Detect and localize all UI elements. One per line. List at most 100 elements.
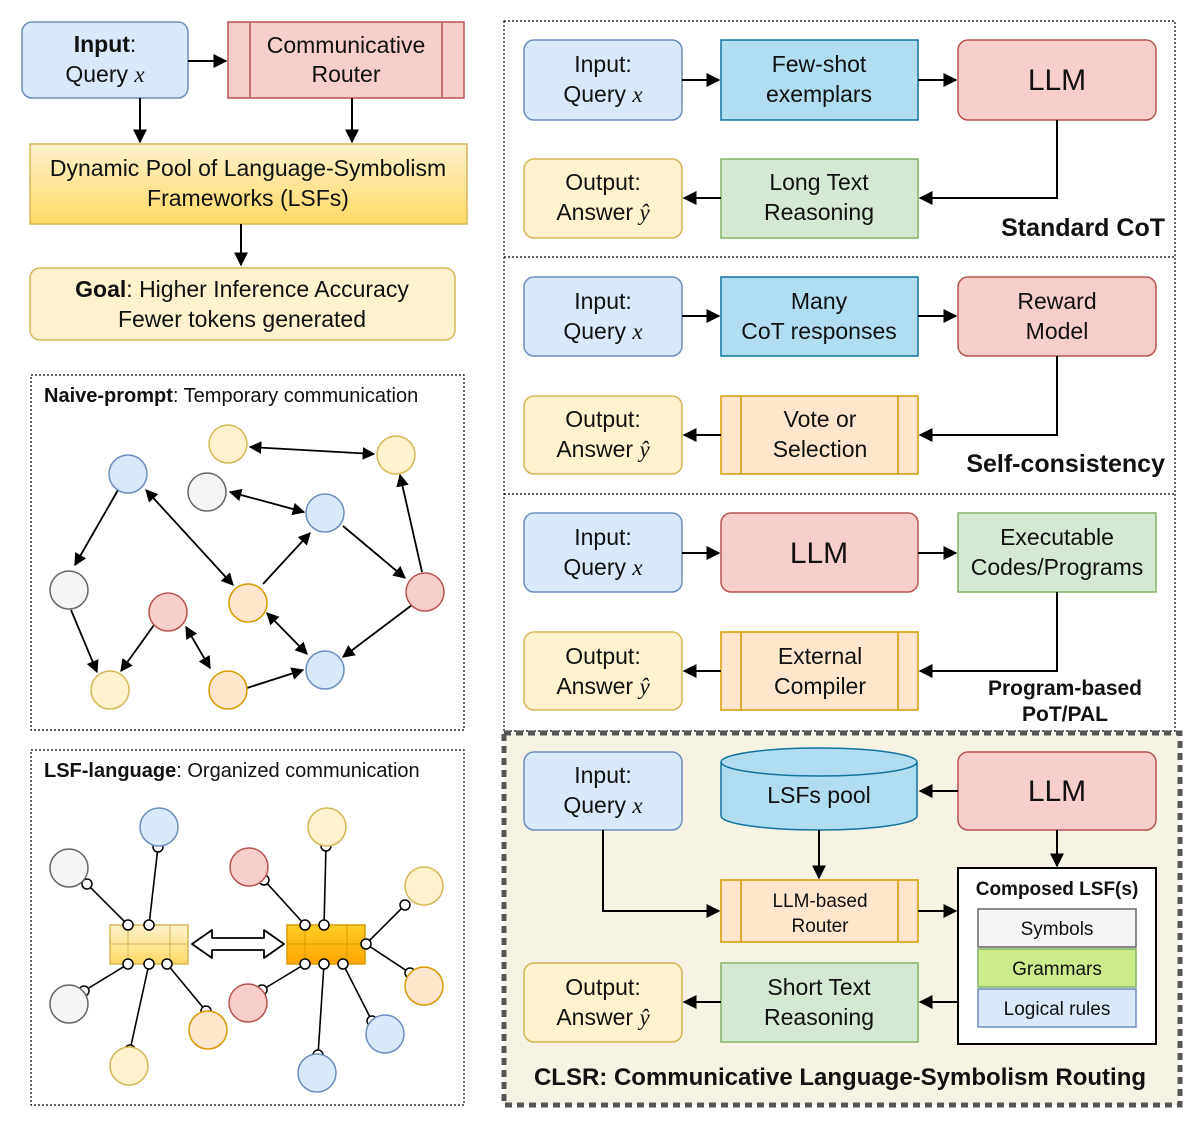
lsf-node-yellow	[109, 1046, 149, 1086]
pot-panel-title-l2: PoT/PAL	[1022, 703, 1108, 726]
sc-output-answer: Answer ŷ	[556, 436, 650, 462]
sc-output-label: Output:	[565, 406, 640, 432]
lsf-node-blue	[297, 1053, 337, 1093]
goal-label-line2: Fewer tokens generated	[118, 306, 366, 332]
cot-output-box	[523, 158, 683, 239]
clsr-composed-title: Composed LSF(s)	[976, 879, 1139, 900]
goal-label-line1: Goal: Higher Inference Accuracy	[75, 276, 409, 302]
clsr-symbols-label: Symbols	[1021, 919, 1094, 940]
lsf-bidirectional-arrow	[191, 929, 285, 959]
clsr-short-l1: Short Text	[767, 974, 871, 1000]
cot-llm-label: LLM	[1028, 64, 1086, 97]
pot-output-answer: Answer ŷ	[556, 673, 650, 699]
sc-reward-l2: Model	[1026, 318, 1089, 344]
naive-node-orange	[208, 670, 248, 710]
sc-output-box	[523, 395, 683, 475]
panel-program-based: Input: Query x LLM Executable Codes/Prog…	[523, 512, 1157, 726]
pot-input-label: Input:	[574, 524, 632, 550]
pot-llm-label: LLM	[790, 537, 848, 570]
pot-code-l2: Codes/Programs	[971, 554, 1144, 580]
lsf-node-gray	[49, 984, 89, 1024]
naive-edges	[70, 441, 423, 689]
clsr-router-box	[720, 879, 919, 943]
lsf-node-yellow	[307, 807, 347, 847]
lsf-node-gray	[49, 848, 89, 888]
lsf-hub-left	[109, 924, 189, 965]
clsr-output-answer: Answer ŷ	[556, 1004, 650, 1030]
naive-node-yellow	[376, 435, 416, 475]
lsf-node-red	[229, 847, 269, 887]
right-panels-border	[503, 20, 1176, 732]
lsf-panel-border	[30, 749, 465, 1106]
cot-fewshot-box	[720, 39, 919, 121]
lsf-node-yellow	[404, 866, 444, 906]
clsr-input-label: Input:	[574, 762, 632, 788]
input-query-line2: Query x	[65, 61, 145, 87]
cot-reasoning-l1: Long Text	[769, 169, 869, 195]
router-label-line2: Router	[311, 61, 380, 87]
naive-node-gray	[187, 472, 227, 512]
communicative-router-box	[227, 21, 465, 99]
cot-output-label: Output:	[565, 169, 640, 195]
clsr-input-query: Query x	[563, 792, 643, 818]
panel-self-consistency: Input: Query x Many CoT responses Reward…	[523, 276, 1165, 478]
pot-output-label: Output:	[565, 643, 640, 669]
lsf-node-orange	[404, 966, 444, 1006]
sc-responses-l1: Many	[791, 288, 848, 314]
naive-panel-title: Naive-prompt: Temporary communication	[44, 385, 418, 407]
clsr-lsf-pool-cylinder: LSFs pool	[720, 747, 918, 831]
left-top-section: Input: Query x Communicative Router Dyna…	[21, 21, 468, 341]
lsf-hub-right	[286, 924, 366, 965]
cot-arrows	[682, 73, 1058, 205]
clsr-output-box	[523, 962, 683, 1043]
sc-vote-box	[720, 395, 919, 475]
clsr-symbols-box	[977, 908, 1137, 948]
pool-label-line2: Frameworks (LSFs)	[147, 185, 349, 211]
pot-code-box	[957, 512, 1157, 593]
input-query-label: Input:	[74, 31, 137, 57]
sc-panel-title: Self-consistency	[966, 450, 1165, 478]
sc-responses-box	[720, 276, 919, 357]
router-label-line1: Communicative	[267, 32, 426, 58]
clsr-router-l2: Router	[791, 916, 849, 937]
clsr-arrows	[602, 784, 1064, 1009]
cot-reasoning-l2: Reasoning	[764, 199, 874, 225]
cot-output-answer: Answer ŷ	[556, 199, 650, 225]
clsr-rules-box	[977, 988, 1137, 1028]
dynamic-pool-box	[29, 143, 468, 225]
pot-panel-title-l1: Program-based	[988, 677, 1142, 700]
pot-compiler-box	[720, 631, 919, 711]
clsr-grammars-box	[977, 948, 1137, 988]
naive-node-orange	[228, 583, 268, 623]
lsf-node-blue	[365, 1014, 405, 1054]
panel-standard-cot: Input: Query x Few-shot exemplars LLM Ou…	[523, 39, 1165, 242]
panel-clsr: Input: Query x LSFs pool LLM LLM-based R…	[501, 730, 1183, 1108]
sc-vote-l1: Vote or	[784, 406, 857, 432]
cot-fewshot-l2: exemplars	[766, 81, 872, 107]
lsf-node-red	[228, 983, 268, 1023]
lsf-panel-title: LSF-language: Organized communication	[44, 760, 420, 782]
pot-input-query: Query x	[563, 554, 643, 580]
naive-node-yellow	[90, 670, 130, 710]
lsf-spokes	[83, 845, 411, 1056]
clsr-panel-title: CLSR: Communicative Language-Symbolism R…	[534, 1064, 1146, 1091]
sc-reward-l1: Reward	[1017, 288, 1096, 314]
pool-label-line1: Dynamic Pool of Language-Symbolism	[50, 155, 446, 181]
sc-responses-l2: CoT responses	[741, 318, 897, 344]
pot-compiler-l1: External	[778, 643, 862, 669]
sc-input-label: Input:	[574, 288, 632, 314]
naive-node-blue	[305, 493, 345, 533]
lsf-nodes	[49, 807, 444, 1093]
pot-code-l1: Executable	[1000, 524, 1114, 550]
naive-prompt-panel: Naive-prompt: Temporary communication	[30, 374, 465, 731]
naive-node-red	[405, 572, 445, 612]
cot-panel-title: Standard CoT	[1001, 214, 1165, 242]
clsr-grammars-label: Grammars	[1012, 959, 1102, 980]
naive-node-blue	[108, 454, 148, 494]
cot-input-query: Query x	[563, 81, 643, 107]
naive-node-yellow	[208, 424, 248, 464]
cot-input-label: Input:	[574, 51, 632, 77]
pot-compiler-l2: Compiler	[774, 673, 866, 699]
clsr-short-l2: Reasoning	[764, 1004, 874, 1030]
